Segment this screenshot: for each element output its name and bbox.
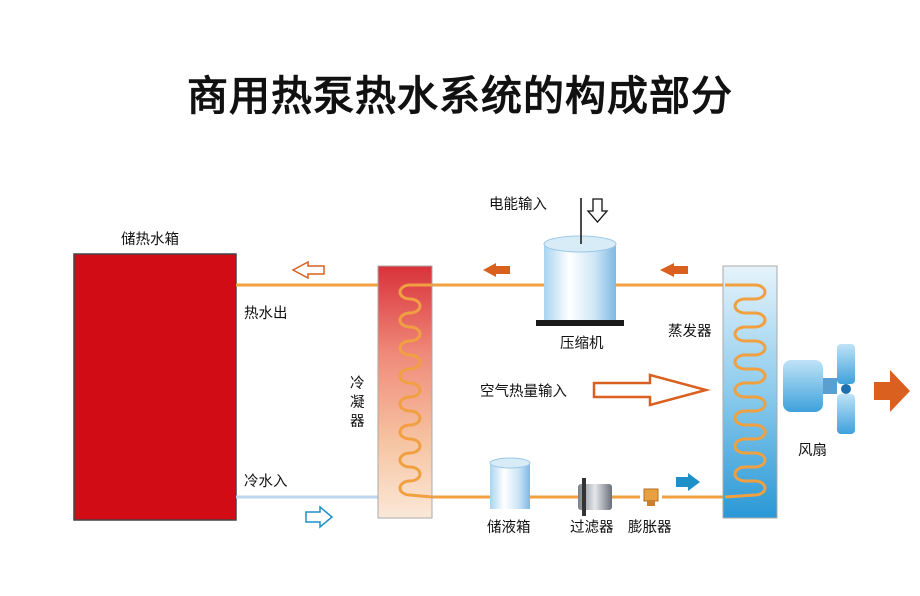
air-heat-arrow bbox=[592, 373, 711, 407]
page-title: 商用热泵热水系统的构成部分 bbox=[187, 72, 733, 120]
fan bbox=[783, 344, 855, 434]
pipes bbox=[236, 283, 725, 499]
cold-water-in-label: 冷水入 bbox=[244, 473, 288, 490]
flow-arrow-1 bbox=[483, 263, 510, 277]
condenser-label-3: 器 bbox=[350, 414, 365, 430]
hot-water-arrow bbox=[291, 260, 325, 280]
fan-air-out-arrow bbox=[874, 370, 910, 412]
cold-water-arrow bbox=[305, 505, 334, 529]
evaporator-label: 蒸发器 bbox=[668, 323, 712, 340]
evaporator-coil bbox=[724, 283, 767, 499]
condenser-label-2: 凝 bbox=[350, 394, 365, 411]
expansion-label: 膨胀器 bbox=[628, 519, 672, 536]
filter bbox=[578, 478, 612, 516]
evaporator bbox=[722, 265, 778, 519]
receiver-label: 储液箱 bbox=[487, 519, 531, 536]
flow-arrow-2 bbox=[660, 263, 688, 277]
receiver-tank bbox=[489, 457, 531, 509]
flow-arrow-3 bbox=[676, 473, 700, 491]
tank-label: 储热水箱 bbox=[121, 231, 179, 248]
storage-tank bbox=[73, 253, 237, 521]
condenser-label-1: 冷 bbox=[350, 375, 365, 392]
compressor-label: 压缩机 bbox=[560, 335, 604, 352]
filter-label: 过滤器 bbox=[570, 519, 614, 536]
condenser-coil bbox=[398, 283, 433, 499]
condenser bbox=[377, 265, 433, 519]
expansion-valve bbox=[643, 488, 659, 506]
hot-water-out-label: 热水出 bbox=[244, 305, 288, 322]
air-heat-label: 空气热量输入 bbox=[480, 383, 567, 400]
power-input-arrow bbox=[586, 198, 609, 223]
fan-label: 风扇 bbox=[798, 442, 827, 459]
compressor bbox=[536, 235, 624, 326]
power-input-label: 电能输入 bbox=[489, 196, 547, 213]
